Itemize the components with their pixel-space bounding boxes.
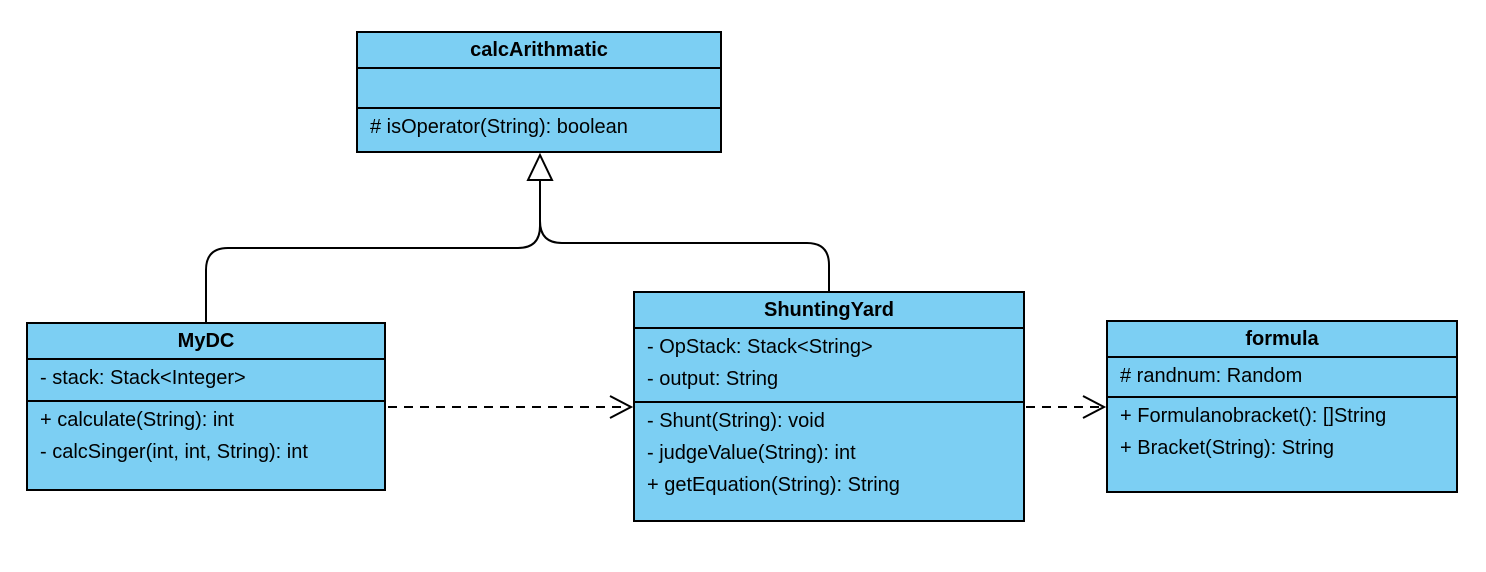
class-calcarithmatic: calcArithmatic # isOperator(String): boo… xyxy=(356,31,722,153)
class-formula: formula # randnum: Random + Formulanobra… xyxy=(1106,320,1458,493)
class-name: ShuntingYard xyxy=(635,293,1023,329)
operation-bracket: + Bracket(String): String xyxy=(1120,437,1334,459)
operation-judgevalue: - judgeValue(String): int xyxy=(647,442,856,464)
operation-getequation: + getEquation(String): String xyxy=(647,474,900,496)
operation-calculate: + calculate(String): int xyxy=(40,409,234,431)
operations-section: + Formulanobracket(): []String + Bracket… xyxy=(1108,398,1456,491)
class-name: calcArithmatic xyxy=(358,33,720,69)
attributes-section: - OpStack: Stack<String> - output: Strin… xyxy=(635,329,1023,403)
class-name: formula xyxy=(1108,322,1456,358)
attribute-output: - output: String xyxy=(647,368,779,390)
class-mydc: MyDC - stack: Stack<Integer> + calculate… xyxy=(26,322,386,491)
attribute-randnum: # randnum: Random xyxy=(1120,365,1303,387)
operation-isoperator: # isOperator(String): boolean xyxy=(370,116,628,138)
operation-shunt: - Shunt(String): void xyxy=(647,410,825,432)
operations-section: # isOperator(String): boolean xyxy=(358,109,720,151)
dependency-arrowhead-formula xyxy=(1082,395,1107,419)
operations-section: - Shunt(String): void - judgeValue(Strin… xyxy=(635,403,1023,520)
attributes-section xyxy=(358,69,720,109)
class-shuntingyard: ShuntingYard - OpStack: Stack<String> - … xyxy=(633,291,1025,522)
attributes-section: # randnum: Random xyxy=(1108,358,1456,398)
attributes-section: - stack: Stack<Integer> xyxy=(28,360,384,402)
inheritance-line-shuntingyard xyxy=(539,220,830,291)
operations-section: + calculate(String): int - calcSinger(in… xyxy=(28,402,384,489)
dependency-arrowhead-shuntingyard xyxy=(609,395,634,419)
inheritance-line-mydc xyxy=(205,180,541,322)
attribute-opstack: - OpStack: Stack<String> xyxy=(647,336,873,358)
class-name: MyDC xyxy=(28,324,384,360)
operation-formulanobracket: + Formulanobracket(): []String xyxy=(1120,405,1387,427)
attribute-stack: - stack: Stack<Integer> xyxy=(40,367,246,389)
inheritance-arrowhead xyxy=(526,152,554,181)
operation-calcsinger: - calcSinger(int, int, String): int xyxy=(40,441,308,463)
